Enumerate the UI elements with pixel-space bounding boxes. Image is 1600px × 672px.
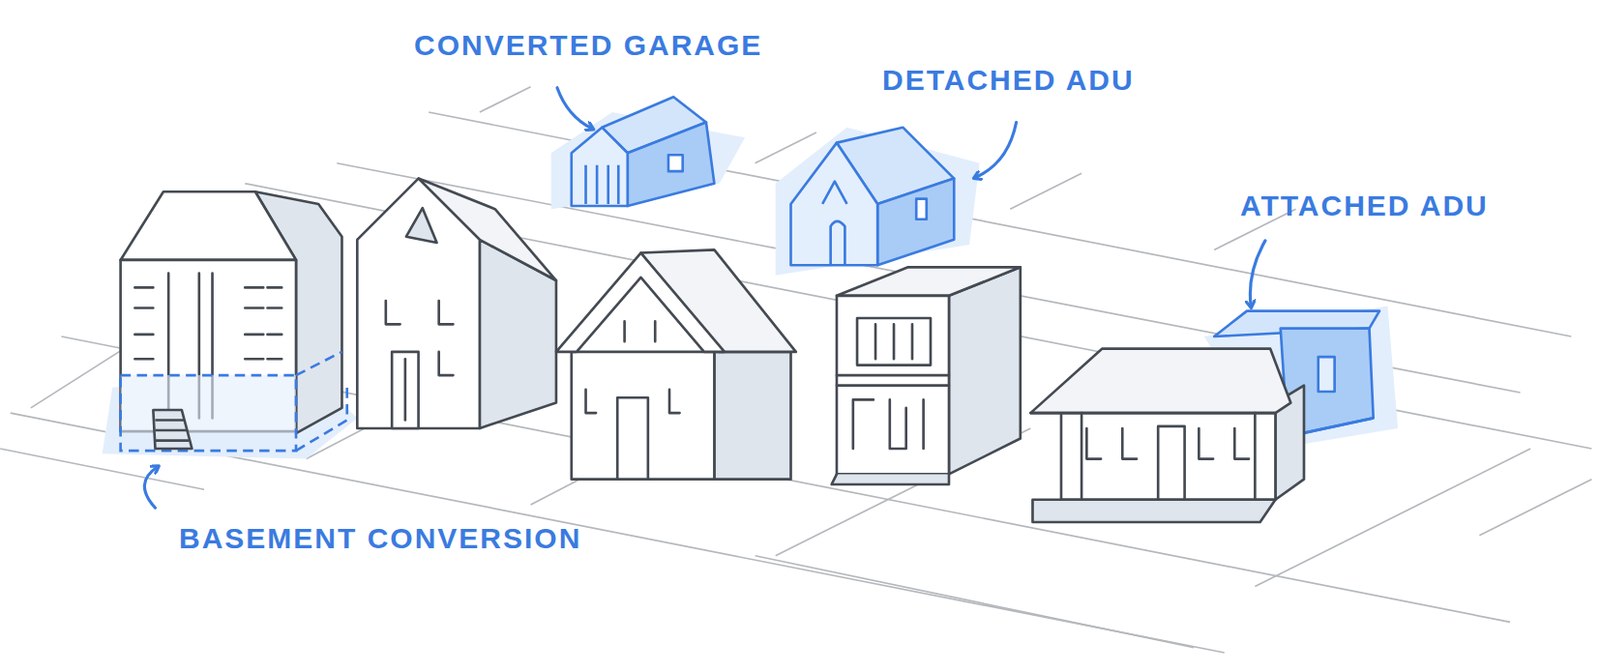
house (356, 178, 557, 429)
basement-conversion (120, 352, 348, 451)
callout-arrow-part (975, 122, 1016, 178)
basement-stairs (152, 410, 192, 449)
house-part (556, 253, 725, 353)
callout-label: ATTACHED ADU (1240, 189, 1489, 224)
callout-label: DETACHED ADU (882, 63, 1135, 98)
basement-stairs-part (152, 410, 192, 449)
house-part (831, 474, 949, 485)
house-part (1061, 403, 1275, 501)
house-part (857, 318, 931, 366)
house-part (713, 352, 791, 480)
callout-arrow-part (144, 467, 157, 508)
converted-garage-part (586, 165, 620, 205)
house-part (1032, 500, 1275, 523)
basement-stairs-part (154, 420, 189, 442)
house-part (853, 399, 924, 449)
house-part (948, 266, 1021, 475)
house-part (1157, 426, 1185, 501)
house-part (875, 324, 913, 359)
converted-garage (571, 96, 715, 207)
ground-grid-part (1479, 479, 1592, 536)
house-part (391, 352, 418, 429)
callout-arrow-part (1249, 240, 1266, 306)
ground-grid-part (1009, 173, 1082, 209)
detached-adu-part (822, 181, 847, 205)
house-part (836, 296, 949, 475)
detached-adu-part (830, 221, 846, 266)
basement-conversion-part (296, 352, 348, 451)
house-part (406, 207, 438, 243)
detached-adu (791, 127, 955, 266)
house-part (1030, 412, 1275, 415)
house-part (586, 321, 681, 414)
house-part (404, 358, 408, 420)
house-part (571, 352, 715, 480)
callout-arrow-part (557, 88, 593, 129)
detached-adu-part (877, 178, 954, 267)
detached-adu-part (916, 199, 927, 220)
callout-arrow (144, 88, 1266, 509)
ground-grid-part (755, 556, 1194, 649)
ground-grid-part (479, 87, 532, 113)
detached-adu-part (791, 143, 879, 267)
converted-garage-part (571, 127, 628, 207)
house-part (120, 191, 297, 261)
house-part (1030, 349, 1291, 414)
house-part (1081, 413, 1255, 501)
house (1030, 349, 1304, 523)
ground-grid (0, 87, 1592, 653)
converted-garage-part (668, 154, 683, 172)
ground-highlight-part (775, 127, 980, 276)
basement-conversion-part (120, 375, 297, 451)
house-part (836, 375, 949, 386)
house-part (617, 397, 649, 479)
callout-label: CONVERTED GARAGE (414, 29, 763, 63)
house (831, 266, 1021, 485)
house-part (134, 287, 282, 359)
ground-grid-part (755, 132, 817, 164)
house (556, 249, 797, 479)
attached-adu-part (1318, 356, 1335, 392)
house-part (356, 178, 480, 429)
house-part (836, 266, 1021, 297)
converted-garage-part (627, 122, 715, 207)
callout-label: BASEMENT CONVERSION (178, 522, 582, 557)
